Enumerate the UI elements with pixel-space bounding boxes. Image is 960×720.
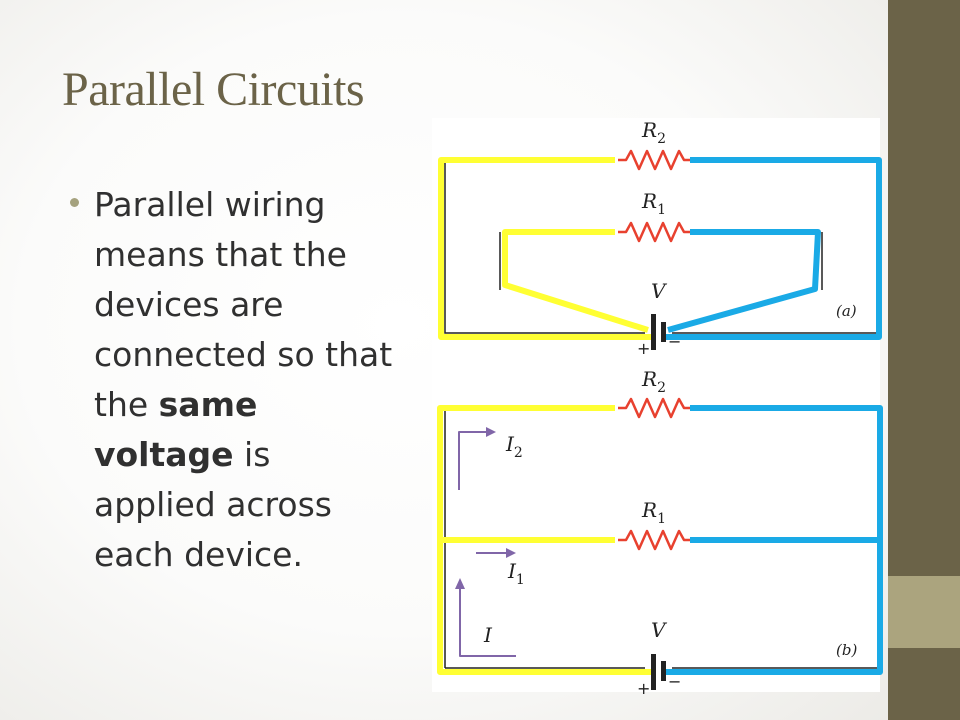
decorative-side-accent <box>888 576 960 648</box>
battery-a-long-plate <box>651 314 656 350</box>
circuit-a: R2 R1 V + − (a) <box>438 118 882 358</box>
label-r1-a: R1 <box>641 189 666 218</box>
label-r2-a: R2 <box>641 118 666 147</box>
current-arrow-i2 <box>458 427 496 490</box>
label-plus-a: + <box>637 339 650 358</box>
label-plus-b: + <box>637 679 650 698</box>
label-i2: I2 <box>505 432 523 461</box>
battery-b-short-plate <box>661 661 666 681</box>
bullet-item: Parallel wiring means that the devices a… <box>94 180 394 580</box>
bullet-text-part2: is applied across each device. <box>94 435 332 574</box>
current-arrow-i1 <box>476 548 516 558</box>
battery-b-long-plate <box>651 654 656 690</box>
label-r2-b: R2 <box>641 367 666 396</box>
label-v-a: V <box>651 279 668 303</box>
current-arrow-i2-head <box>486 427 496 437</box>
label-i: I <box>483 623 493 647</box>
current-arrow-i <box>455 578 516 657</box>
current-arrow-i-head <box>455 578 465 589</box>
label-v-b: V <box>651 618 668 642</box>
circuit-a-inner-outline <box>499 232 823 290</box>
circuit-a-yellow-inner-wire <box>502 229 649 333</box>
circuit-a-outline <box>444 160 879 334</box>
resistor-r2-b <box>618 397 690 419</box>
label-r1-b: R1 <box>641 498 666 527</box>
slide-title: Parallel Circuits <box>62 63 365 116</box>
circuit-a-blue-inner-wire <box>667 229 821 333</box>
circuit-b: R2 R1 I2 I1 I V + − (b) <box>437 367 883 698</box>
resistor-r1-a <box>618 221 690 243</box>
resistor-r1-b <box>618 529 690 551</box>
circuit-a-yellow-outer-wire <box>438 157 651 340</box>
label-panel-b: (b) <box>836 641 857 659</box>
circuit-a-blue-outer-wire <box>666 157 882 340</box>
bullet-text-bold: same voltage <box>94 385 258 474</box>
bullet-dot <box>70 198 79 207</box>
current-arrow-i1-head <box>506 548 516 558</box>
label-minus-a: − <box>668 332 681 351</box>
battery-a-short-plate <box>661 322 666 342</box>
bullet-text-part1: Parallel wiring means that the devices a… <box>94 185 393 424</box>
resistor-r2-a <box>618 149 690 171</box>
current-arrow-i-line <box>459 588 516 657</box>
label-panel-a: (a) <box>836 302 857 320</box>
current-arrow-i2-line <box>458 431 488 490</box>
label-i1: I1 <box>507 559 525 588</box>
label-minus-b: − <box>668 672 681 691</box>
